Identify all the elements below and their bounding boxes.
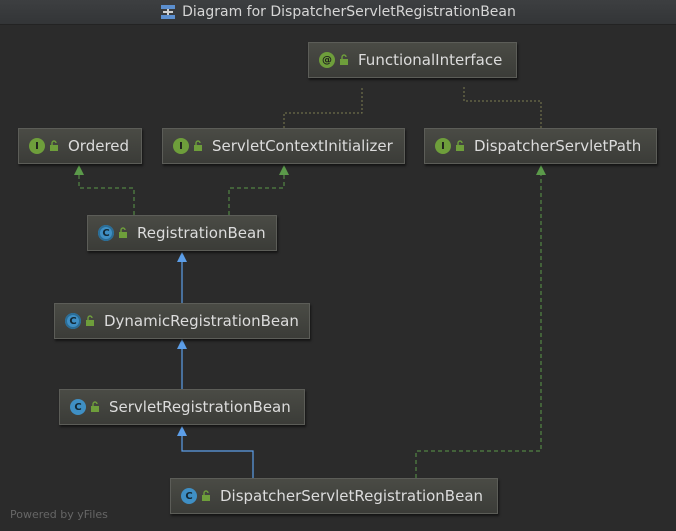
lock-icon	[194, 140, 202, 151]
node-dispatcher-servlet-registration-bean[interactable]: C DispatcherServletRegistrationBean	[170, 478, 498, 514]
interface-badge-icon: I	[29, 138, 45, 154]
diagram-icon	[161, 5, 176, 19]
node-label: Ordered	[68, 137, 130, 155]
annotation-badge-icon: @	[319, 52, 335, 68]
node-registration-bean[interactable]: C RegistrationBean	[87, 215, 277, 251]
powered-by-footer: Powered by yFiles	[10, 508, 108, 521]
diagram-canvas[interactable]: @ FunctionalInterface I Ordered I Servle…	[0, 25, 676, 531]
node-ordered[interactable]: I Ordered	[18, 128, 142, 164]
interface-badge-icon: I	[173, 138, 189, 154]
node-label: DispatcherServletPath	[474, 137, 642, 155]
lock-icon	[456, 140, 464, 151]
edge-path-to-functional-interface	[463, 86, 542, 128]
arrow-servlet-context-initializer	[279, 165, 289, 175]
lock-icon	[202, 490, 210, 501]
node-label: ServletRegistrationBean	[109, 398, 291, 416]
abstract-class-badge-icon: C	[65, 313, 81, 329]
node-label: RegistrationBean	[137, 224, 266, 242]
arrow-dynamic-registration-bean	[177, 339, 187, 349]
lock-icon	[340, 54, 348, 65]
edge-ordered-to-functional-interface	[283, 86, 363, 128]
arrow-registration-bean	[177, 252, 187, 262]
edge-registration-bean-implements-servlet-context-initializer	[228, 173, 285, 215]
lock-icon	[91, 401, 99, 412]
node-label: DynamicRegistrationBean	[104, 312, 299, 330]
node-functional-interface[interactable]: @ FunctionalInterface	[308, 42, 517, 78]
arrow-ordered	[74, 165, 84, 175]
lock-icon	[50, 140, 58, 151]
class-badge-icon: C	[70, 399, 86, 415]
edge-dispatcher-implements-path	[415, 173, 542, 478]
node-servlet-registration-bean[interactable]: C ServletRegistrationBean	[59, 389, 305, 425]
node-label: DispatcherServletRegistrationBean	[220, 487, 484, 505]
title-bar: Diagram for DispatcherServletRegistratio…	[0, 0, 676, 25]
node-dispatcher-servlet-path[interactable]: I DispatcherServletPath	[424, 128, 657, 164]
edge-registration-bean-implements-ordered	[78, 173, 135, 215]
abstract-class-badge-icon: C	[98, 225, 114, 241]
interface-badge-icon: I	[435, 138, 451, 154]
edge-layer	[74, 86, 546, 478]
arrow-servlet-registration-bean	[177, 426, 187, 436]
arrow-dispatcher-servlet-path	[536, 165, 546, 175]
node-dynamic-registration-bean[interactable]: C DynamicRegistrationBean	[54, 303, 310, 339]
lock-icon	[86, 315, 94, 326]
window-title: Diagram for DispatcherServletRegistratio…	[182, 4, 516, 20]
node-label: FunctionalInterface	[358, 51, 503, 69]
class-badge-icon: C	[181, 488, 197, 504]
node-label: ServletContextInitializer	[212, 137, 393, 155]
lock-icon	[119, 227, 127, 238]
edge-dispatcher-extends-servlet	[181, 434, 254, 478]
node-servlet-context-initializer[interactable]: I ServletContextInitializer	[162, 128, 405, 164]
